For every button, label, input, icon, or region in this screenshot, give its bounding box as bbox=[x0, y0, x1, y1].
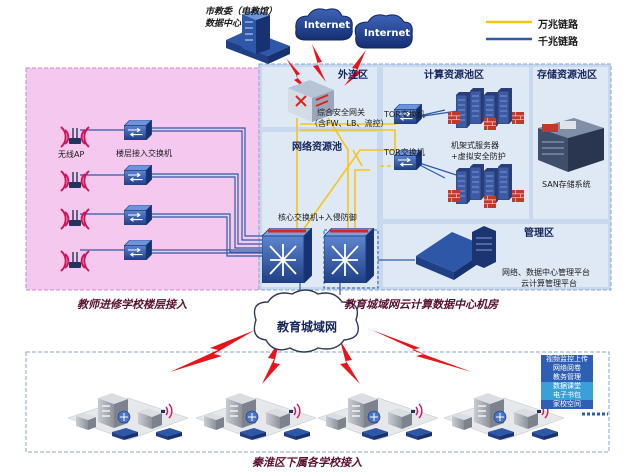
internet-cloud-2 bbox=[354, 14, 413, 49]
city-datacenter-building bbox=[226, 9, 290, 64]
service-tag-6-label: 家校空间 bbox=[553, 400, 581, 408]
lightning-bolts bbox=[170, 44, 472, 384]
service-tag-4: 数据课堂 bbox=[541, 382, 593, 391]
core-switch-1 bbox=[262, 228, 312, 283]
service-tag-3-label: 教务管理 bbox=[553, 373, 581, 381]
service-tag-5-label: 电子书包 bbox=[553, 391, 581, 399]
gateway-label-line1: 综合安全网关 bbox=[317, 108, 365, 117]
caption-datacenter: 教育城域网云计算数据中心机房 bbox=[344, 298, 498, 311]
service-tag-2: 网络阅卷 bbox=[541, 364, 593, 373]
floor-switch-1 bbox=[124, 120, 152, 140]
legend-10g-label: 万兆链路 bbox=[538, 20, 578, 31]
floor-switch-3 bbox=[124, 205, 152, 225]
wireless-ap-label: 无线AP bbox=[58, 150, 85, 159]
legend-1g-label: 千兆链路 bbox=[538, 37, 578, 48]
zone-title-storage: 存储资源池区 bbox=[537, 70, 597, 81]
service-tag-4-label: 数据课堂 bbox=[553, 382, 581, 390]
security-gateway-device bbox=[288, 80, 334, 122]
zone-title-dmz: 外连区 bbox=[338, 70, 368, 81]
zone-title-compute: 计算资源池区 bbox=[424, 70, 484, 81]
gateway-label-line2: （含FW、LB、流控） bbox=[310, 119, 389, 128]
service-tag-5: 电子书包 bbox=[541, 391, 593, 400]
metro-network-label: 教育城域网 bbox=[277, 320, 338, 334]
internet-label-1: Internet bbox=[304, 20, 351, 31]
caption-lower-schools: 秦淮区下属各学校接入 bbox=[252, 456, 362, 469]
service-tag-list: 视频监控上传 网络阅卷 教务管理 数据课堂 电子书包 家校空间 bbox=[541, 355, 593, 409]
datacenter-label-line1: 市教委（电教馆） bbox=[205, 7, 278, 17]
tor-switch-2-label: TOR交换机 bbox=[384, 148, 425, 157]
tor-switch-1-label: TOR交换机 bbox=[384, 110, 425, 119]
blue-links bbox=[80, 107, 479, 300]
caption-teacher-school: 教师进修学校楼层接入 bbox=[77, 298, 187, 311]
floor-switch-2 bbox=[124, 165, 152, 185]
floor-switch-4 bbox=[124, 240, 152, 260]
rack-server-label-line2: +虚拟安全防护 bbox=[451, 152, 506, 161]
rack-server-label-line1: 机架式服务器 bbox=[451, 141, 499, 150]
floor-switch-label: 楼层接入交换机 bbox=[116, 149, 172, 158]
mgmt-label-line2: 云计算管理平台 bbox=[521, 279, 577, 288]
san-storage-device bbox=[538, 118, 604, 172]
core-switch-2 bbox=[324, 228, 374, 283]
mgmt-label-line1: 网络、数据中心管理平台 bbox=[502, 268, 590, 277]
internet-label-2: Internet bbox=[364, 28, 411, 39]
service-tag-1-label: 视频监控上传 bbox=[546, 355, 588, 363]
service-tag-1: 视频监控上传 bbox=[541, 355, 593, 364]
service-tag-3: 教务管理 bbox=[541, 373, 593, 382]
metro-network-cloud bbox=[253, 289, 359, 353]
san-storage-label: SAN存储系统 bbox=[542, 180, 591, 189]
zone-title-network: 网络资源池 bbox=[292, 142, 342, 153]
datacenter-label-line2: 数据中心 bbox=[205, 19, 242, 29]
internet-cloud-1 bbox=[295, 8, 353, 41]
zone-title-management: 管理区 bbox=[524, 228, 554, 239]
core-switch-label: 核心交换机+入侵防御 bbox=[278, 213, 357, 222]
service-tag-2-label: 网络阅卷 bbox=[553, 364, 581, 372]
management-servers bbox=[416, 226, 496, 280]
service-tag-6: 家校空间 bbox=[541, 400, 593, 409]
